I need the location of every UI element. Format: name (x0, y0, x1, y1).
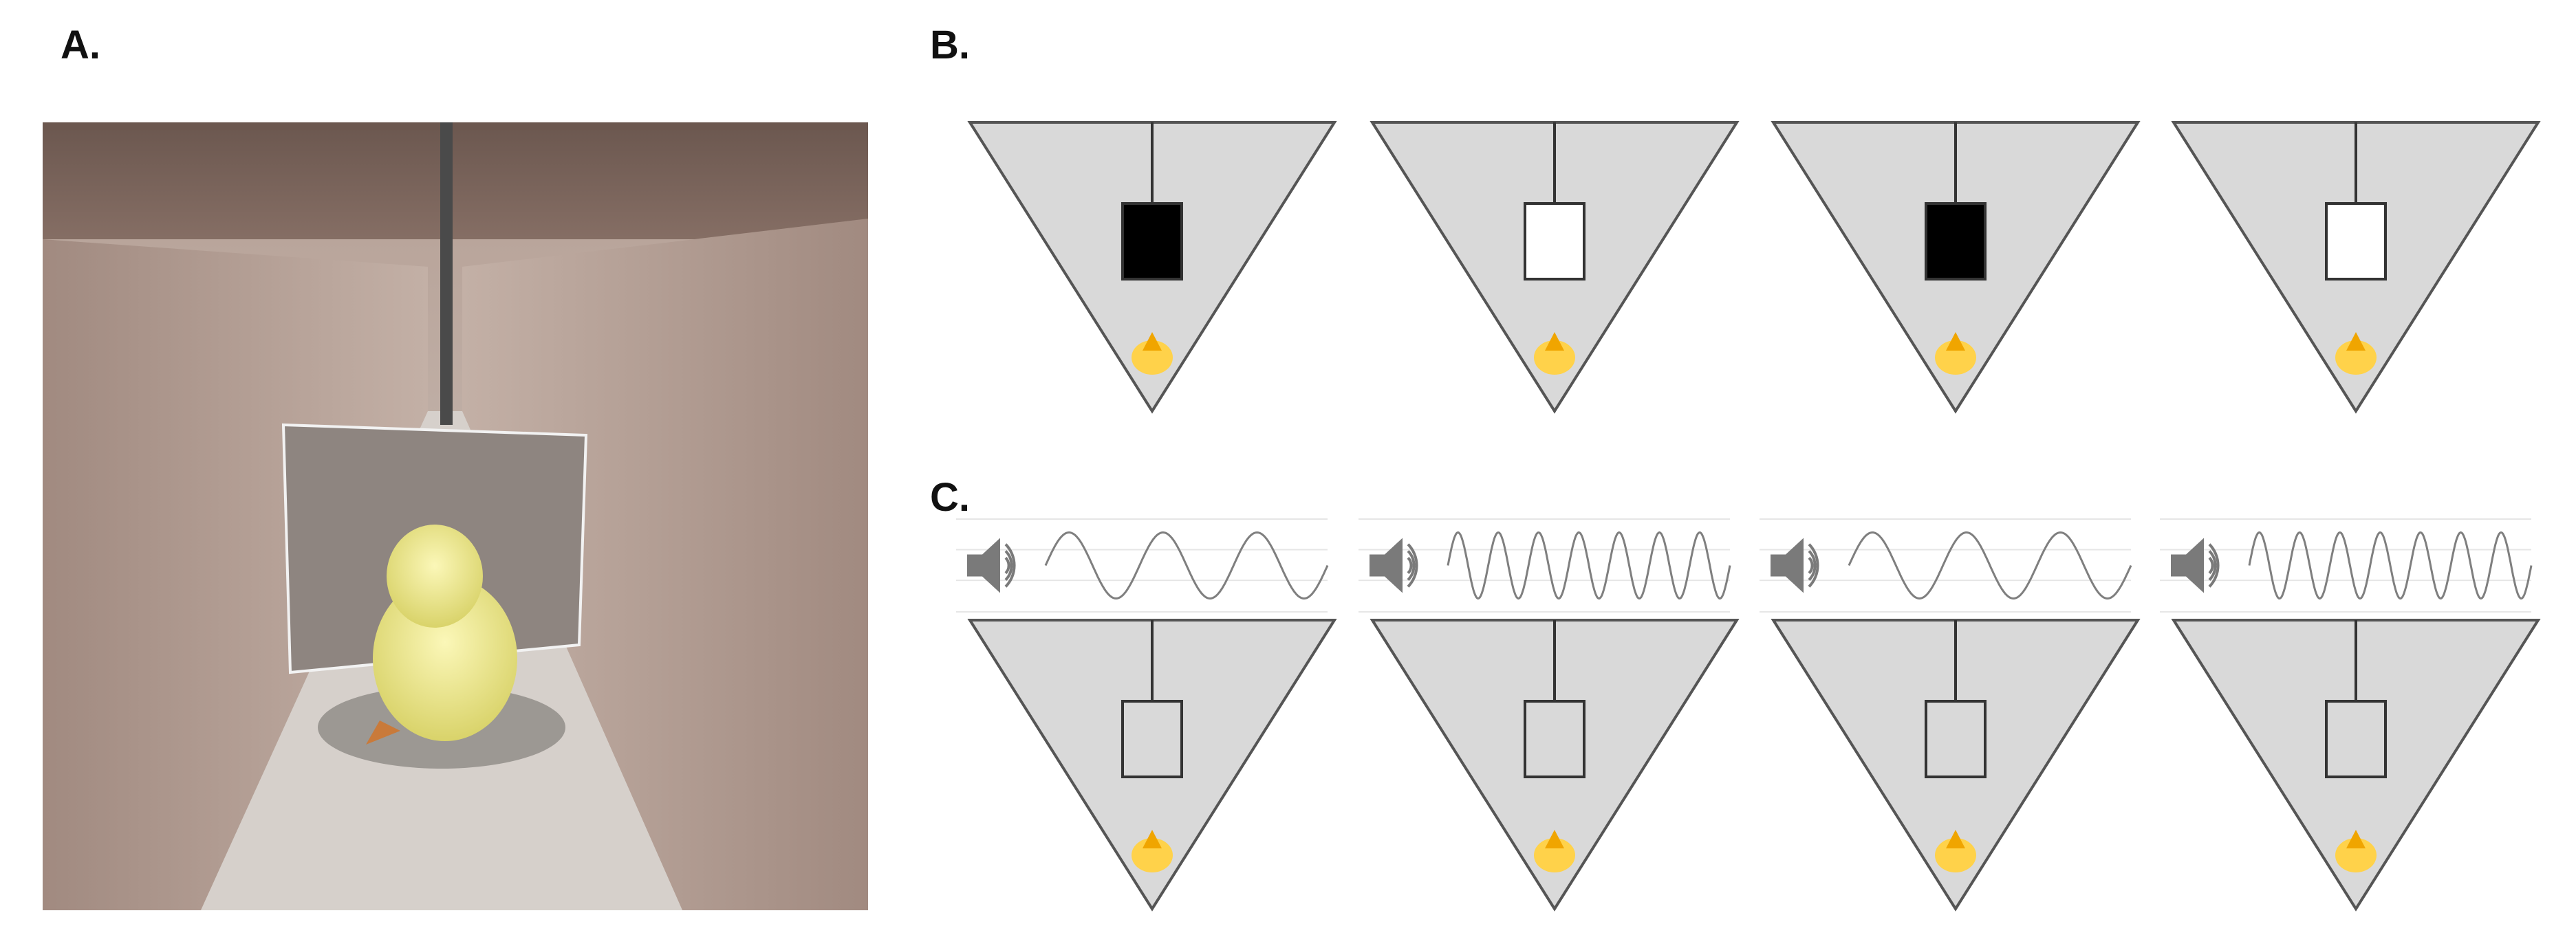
chick-icon (2335, 838, 2377, 872)
panel-c-label: C. (930, 475, 970, 520)
chick-beak-icon (2346, 332, 2366, 351)
chick-icon (1534, 838, 1575, 872)
chick-beak-icon (1143, 332, 1162, 351)
screen-white (1524, 202, 1585, 280)
panel-a-label: A. (61, 23, 100, 67)
chick-icon (1132, 838, 1173, 872)
chick-icon (1534, 340, 1575, 375)
arena-c-1 (967, 619, 1337, 912)
chick-beak-icon (1545, 332, 1564, 351)
diagram-canvas (956, 121, 2541, 912)
screen-empty (2325, 700, 2387, 778)
screen-black (1121, 202, 1183, 280)
screen-empty (1121, 700, 1183, 778)
chick-beak-icon (1545, 830, 1564, 848)
chick-beak-icon (1946, 830, 1965, 848)
sound-wave-high-frequency (1447, 531, 1731, 600)
sound-waves (956, 518, 2533, 613)
arena-photo (43, 122, 868, 910)
stimulus-diagrams (949, 103, 2573, 918)
sound-wave-high-frequency (2248, 531, 2533, 600)
sound-wave-low-frequency (1848, 531, 2132, 600)
arena-c-3 (1771, 619, 2141, 912)
screen-empty (1925, 700, 1987, 778)
screen-white (2325, 202, 2387, 280)
panel-b-row (967, 121, 2541, 414)
chick-icon (1935, 838, 1976, 872)
speaker-icon (1771, 538, 1819, 593)
chick-icon (1935, 340, 1976, 375)
panel-b-label: B. (930, 23, 970, 67)
chick-icon (1132, 340, 1173, 375)
arena-photo-illustration (43, 122, 868, 910)
speaker-icon (2171, 538, 2220, 593)
chick-beak-icon (1143, 830, 1162, 848)
panel-c-row (956, 518, 2541, 912)
speaker-icon (1370, 538, 1418, 593)
arena-b-4 (2171, 121, 2541, 414)
sound-wave-low-frequency (1044, 531, 1329, 600)
arena-b-2 (1370, 121, 1740, 414)
arena-c-2 (1370, 619, 1740, 912)
arena-b-3 (1771, 121, 2141, 414)
screen-black (1925, 202, 1987, 280)
screen-empty (1524, 700, 1585, 778)
chick-beak-icon (2346, 830, 2366, 848)
chick-beak-icon (1946, 332, 1965, 351)
arena-b-1 (967, 121, 1337, 414)
speaker-icon (967, 538, 1016, 593)
chick-icon (2335, 340, 2377, 375)
arena-c-4 (2171, 619, 2541, 912)
